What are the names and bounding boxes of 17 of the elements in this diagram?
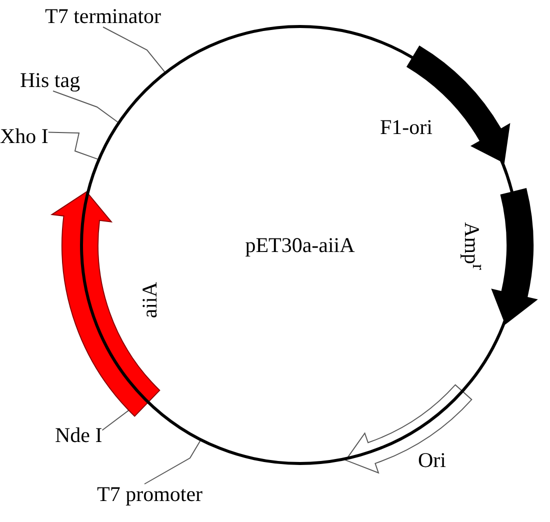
leader-line — [102, 410, 130, 431]
feature-arrow — [51, 191, 160, 417]
leader-line — [102, 26, 166, 72]
leader-line — [144, 440, 201, 484]
feature-label: Ori — [418, 450, 446, 471]
feature-arrow — [491, 188, 538, 324]
site-label: T7 terminator — [45, 6, 162, 27]
site-label: Nde I — [55, 425, 102, 446]
site-label: Xho I — [0, 126, 48, 147]
plasmid-name: pET30a-aiiA — [245, 232, 355, 258]
feature-label: F1-ori — [380, 117, 432, 138]
feature-arrow — [345, 384, 472, 474]
feature-label: aiiA — [140, 282, 160, 318]
leader-line — [52, 90, 118, 122]
site-label: His tag — [20, 70, 80, 91]
leader-line — [48, 132, 98, 160]
site-label: T7 promoter — [97, 484, 203, 505]
